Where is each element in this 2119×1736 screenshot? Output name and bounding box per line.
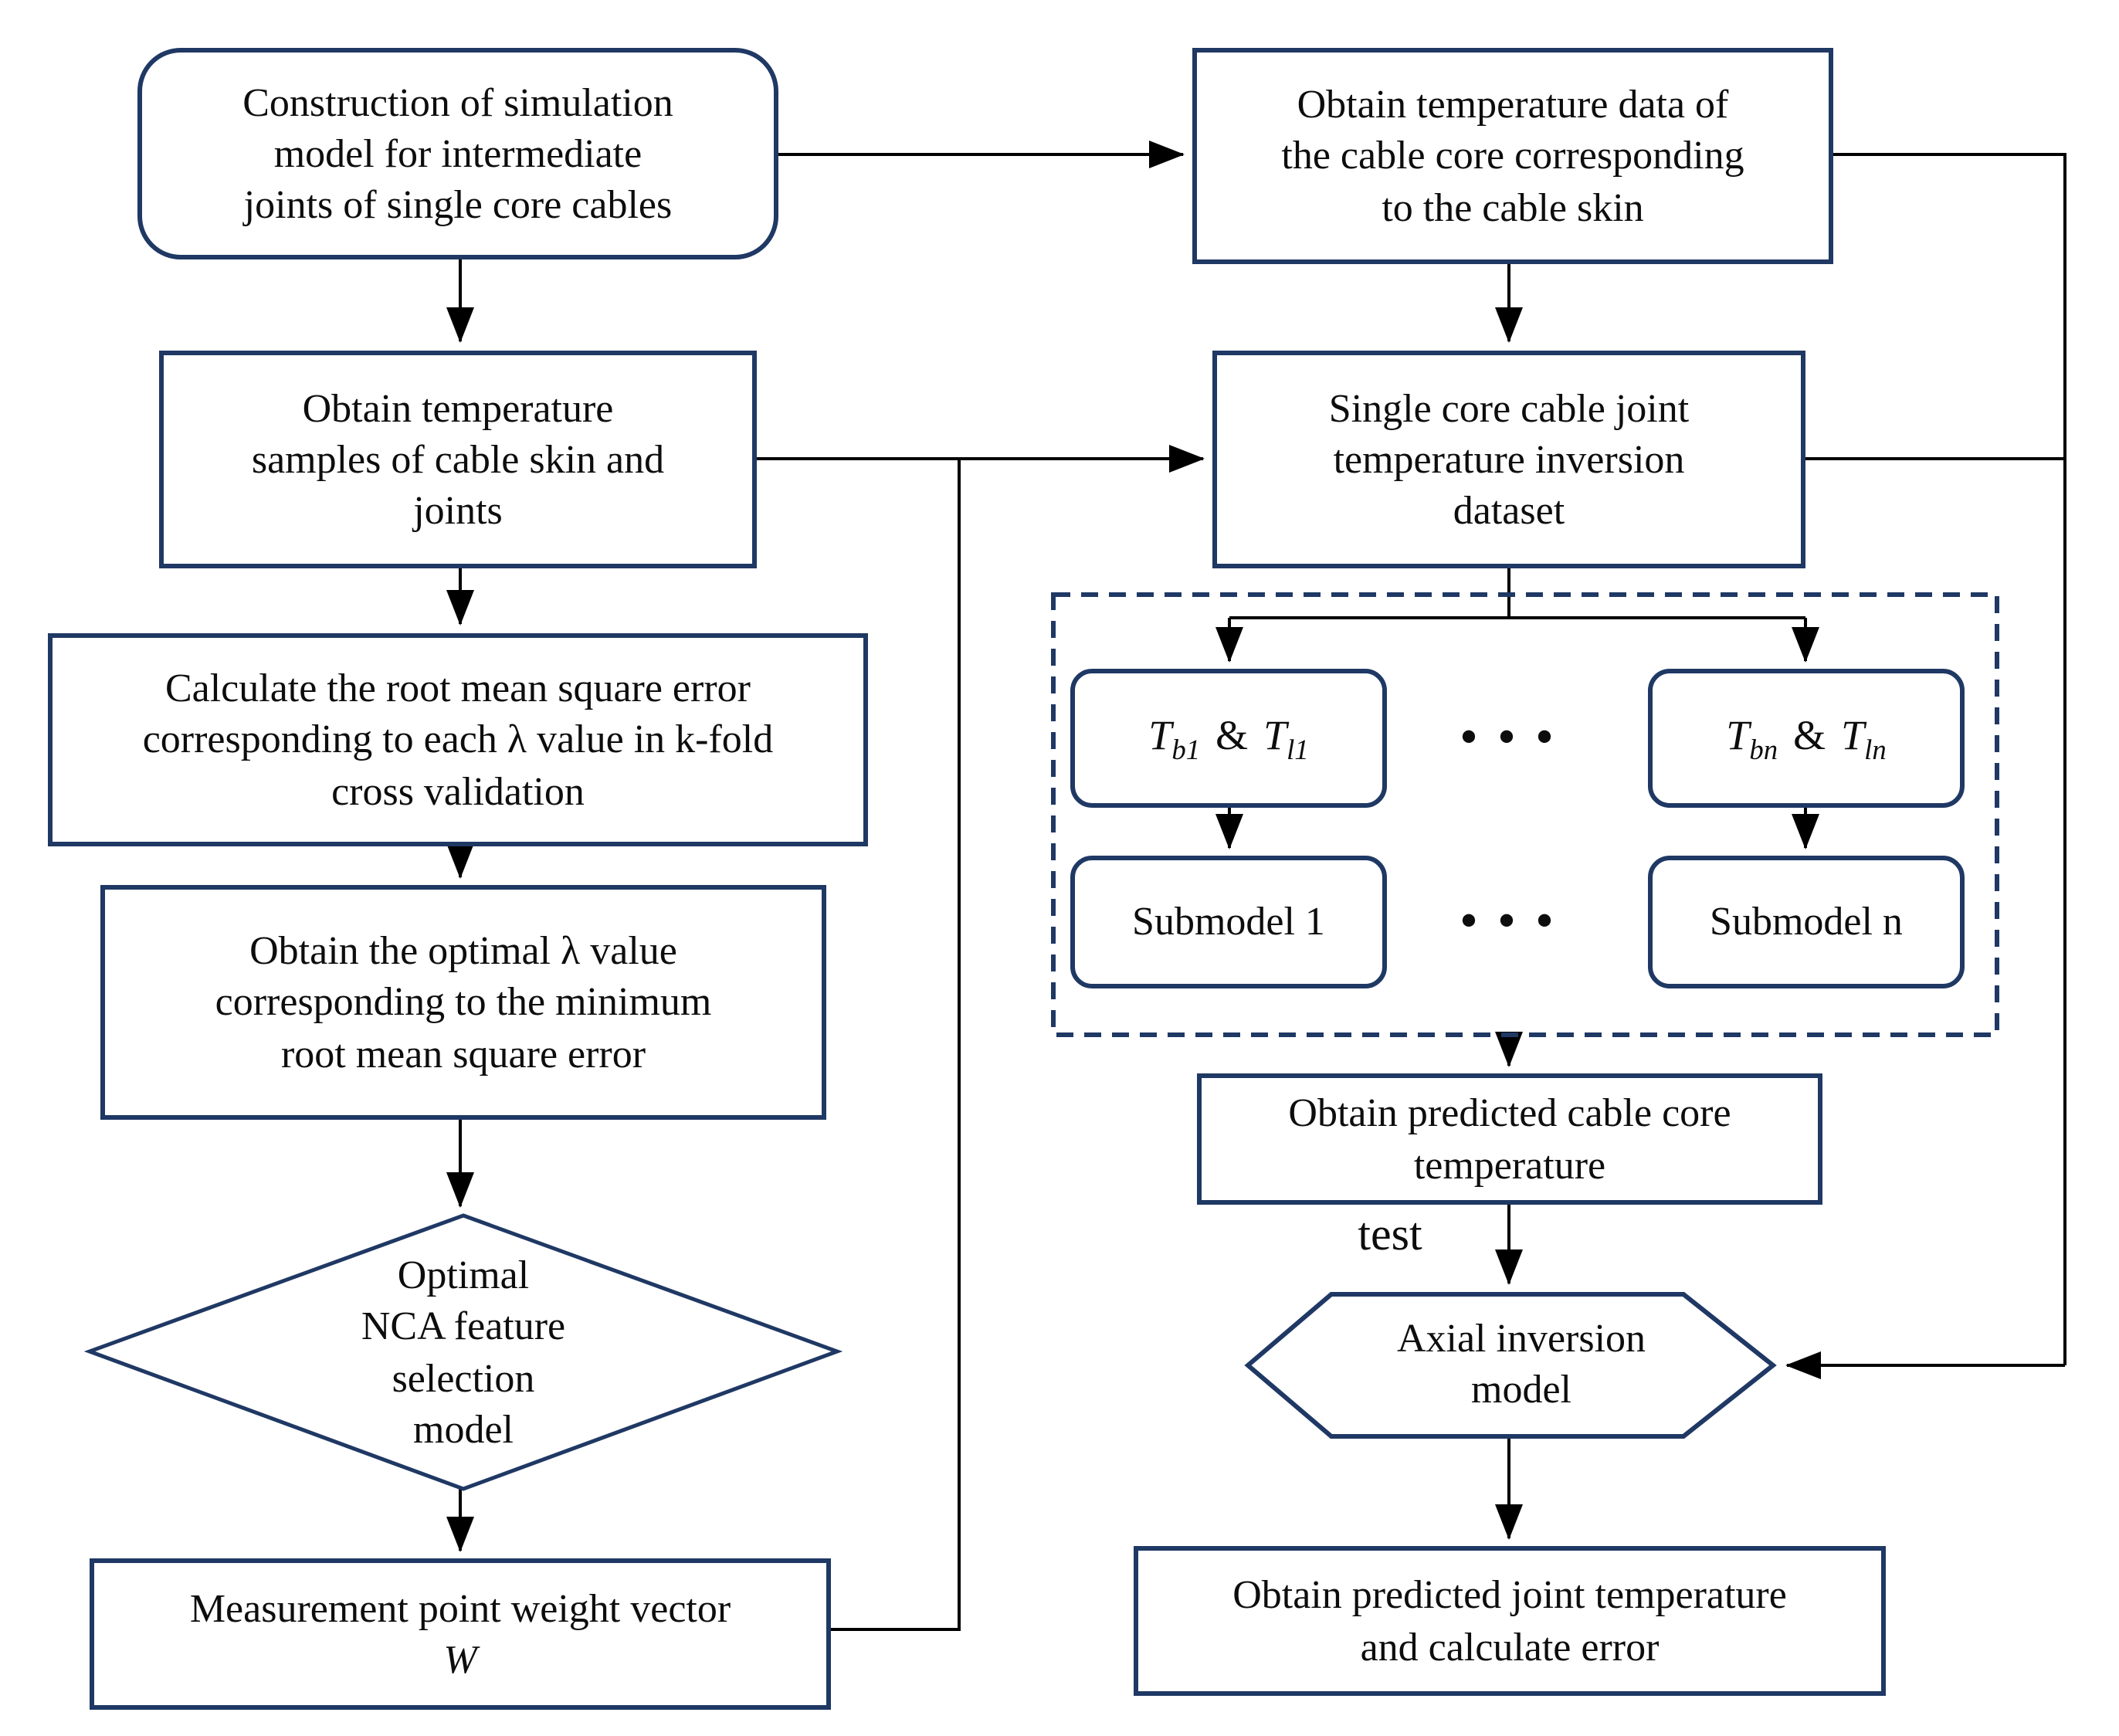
tbn-right-sub: ln bbox=[1864, 733, 1887, 765]
tb1-left-sub: b1 bbox=[1171, 733, 1201, 765]
node-core-temperature-data: Obtain temperature data of the cable cor… bbox=[1192, 48, 1833, 264]
tb1-formula: Tb1&Tl1 bbox=[1148, 708, 1308, 768]
node-predicted-core-temperature: Obtain predicted cable core temperature bbox=[1197, 1073, 1822, 1205]
tbn-left-sub: bn bbox=[1749, 733, 1778, 765]
node-rmse-kfold: Calculate the root mean square error cor… bbox=[48, 633, 868, 846]
tbn-ampersand: & bbox=[1793, 711, 1826, 758]
node-submodel-1: Submodel 1 bbox=[1070, 856, 1387, 988]
node-tbn-tln: Tbn&Tln bbox=[1648, 669, 1965, 808]
ellipsis-bottom-row: ••• bbox=[1460, 895, 1575, 947]
node-temperature-samples: Obtain temperature samples of cable skin… bbox=[159, 351, 757, 568]
node-weight-vector: Measurement point weight vector W bbox=[90, 1558, 831, 1710]
node-optimal-lambda: Obtain the optimal λ value corresponding… bbox=[100, 885, 826, 1120]
node-tb1-tl1: Tb1&Tl1 bbox=[1070, 669, 1387, 808]
node-construction-simulation-model: Construction of simulation model for int… bbox=[137, 48, 778, 259]
tb1-right-sub: l1 bbox=[1287, 733, 1309, 765]
tbn-formula: Tbn&Tln bbox=[1726, 708, 1886, 768]
weight-vector-text: Measurement point weight vector bbox=[189, 1585, 731, 1631]
node-axial-inversion-model: Axial inversion model bbox=[1396, 1315, 1646, 1412]
nca-diamond-shape bbox=[83, 1213, 843, 1491]
node-predicted-joint-temperature: Obtain predicted joint temperature and c… bbox=[1134, 1546, 1886, 1696]
tb1-ampersand: & bbox=[1215, 711, 1249, 758]
tbn-left-base: T bbox=[1726, 711, 1750, 758]
tb1-left-base: T bbox=[1148, 711, 1172, 758]
axial-model-hexagon-shape bbox=[1244, 1292, 1777, 1439]
tbn-right-base: T bbox=[1841, 711, 1865, 758]
tb1-right-base: T bbox=[1263, 711, 1287, 758]
test-arrow-label: test bbox=[1358, 1209, 1422, 1260]
ellipsis-top-row: ••• bbox=[1460, 711, 1575, 763]
node-nca-feature-selection: Optimal NCA feature selection model bbox=[361, 1252, 566, 1452]
node-inversion-dataset: Single core cable joint temperature inve… bbox=[1212, 351, 1805, 568]
weight-vector-symbol: W bbox=[443, 1637, 477, 1682]
node-submodel-n: Submodel n bbox=[1648, 856, 1965, 988]
